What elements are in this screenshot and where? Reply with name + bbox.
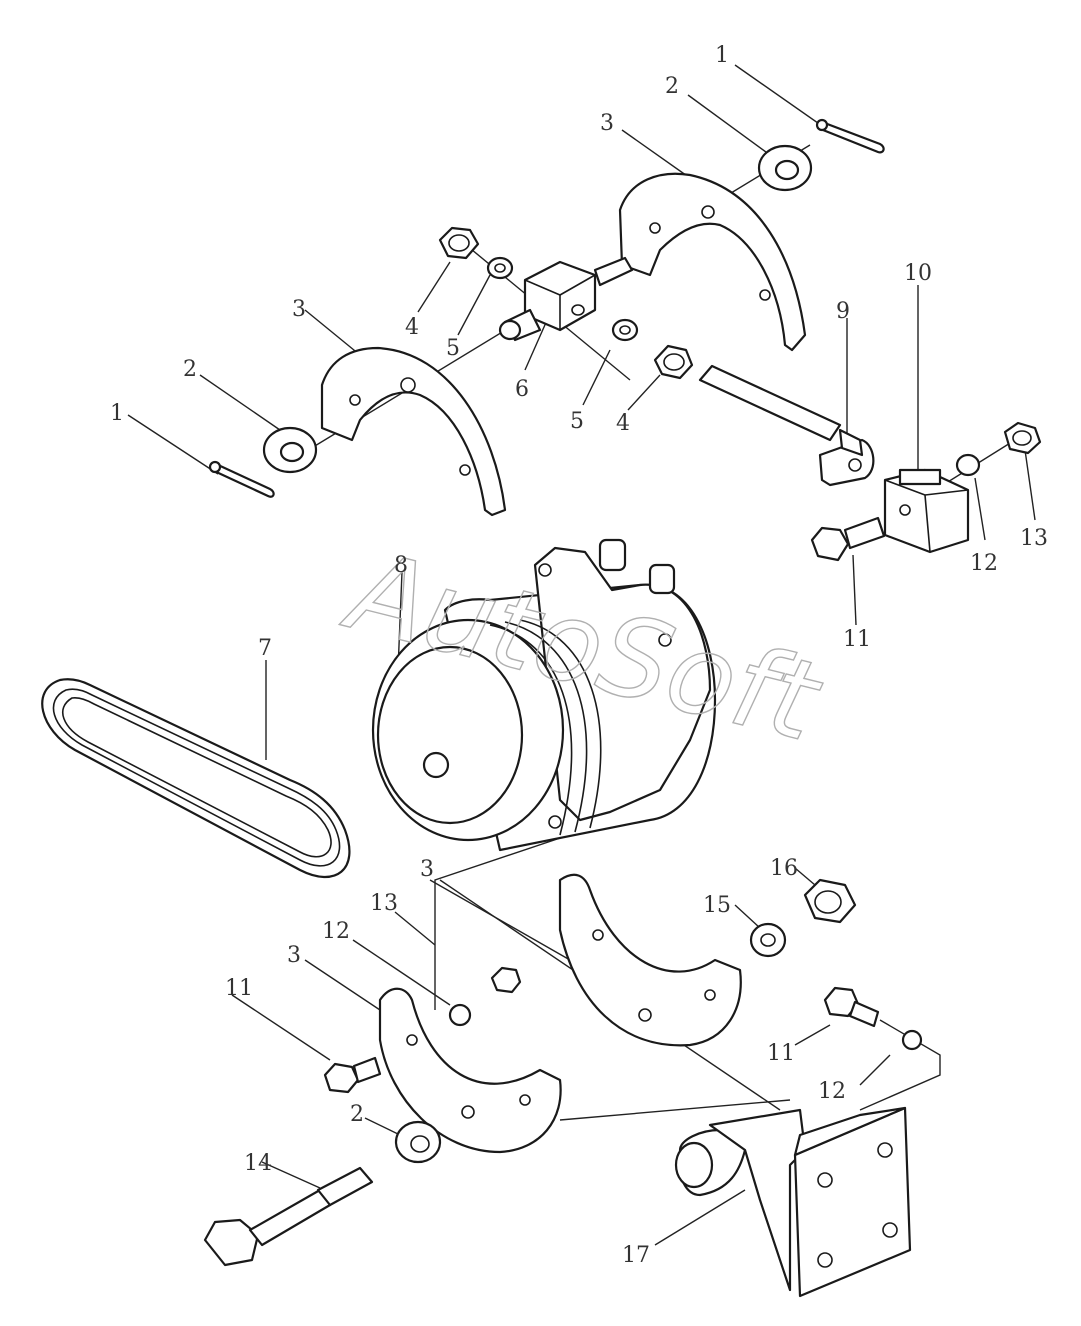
callout-1: 1 — [715, 43, 729, 68]
bolt-adjuster — [810, 516, 886, 562]
callout-13: 13 — [370, 891, 398, 916]
callout-1: 1 — [110, 401, 124, 426]
cotter-pin-left — [208, 460, 275, 498]
bolt-lower-right — [823, 986, 880, 1028]
callout-12: 12 — [818, 1079, 846, 1104]
callout-4: 4 — [405, 315, 419, 340]
callout-9: 9 — [836, 299, 850, 324]
nut-lower-middle — [490, 966, 522, 994]
ac-compressor — [371, 538, 717, 852]
callout-11: 11 — [843, 627, 871, 652]
lock-washer-upper — [486, 256, 514, 280]
lock-washer-lower — [611, 318, 639, 342]
arc-plate-upper-right — [618, 172, 807, 352]
callout-3: 3 — [600, 111, 614, 136]
nut-adjuster — [1003, 421, 1042, 455]
callout-4: 4 — [616, 411, 630, 436]
cotter-pin-upper — [815, 118, 885, 154]
callout-7: 7 — [258, 636, 272, 661]
callout-10: 10 — [904, 261, 932, 286]
callout-5: 5 — [570, 409, 584, 434]
callout-3: 3 — [292, 297, 306, 322]
callout-14: 14 — [244, 1151, 272, 1176]
callout-6: 6 — [515, 377, 529, 402]
callout-11: 11 — [767, 1041, 795, 1066]
callout-12: 12 — [322, 919, 350, 944]
lock-washer-lower-right — [901, 1029, 923, 1051]
callout-3: 3 — [287, 943, 301, 968]
callout-2: 2 — [350, 1102, 364, 1127]
callout-16: 16 — [770, 856, 798, 881]
callout-3: 3 — [420, 857, 434, 882]
callout-5: 5 — [446, 336, 460, 361]
nut-upper-left — [438, 226, 480, 260]
lock-washer-adjuster — [955, 453, 981, 477]
washer-lower-left — [394, 1120, 442, 1164]
mounting-bracket — [674, 1106, 912, 1298]
arc-plate-upper-left — [320, 346, 507, 517]
adjusting-rod — [698, 364, 875, 487]
callout-8: 8 — [394, 553, 408, 578]
callout-labels: 1 2 3 1 2 3 4 5 6 5 4 9 10 12 13 11 8 7 … — [110, 43, 1048, 1268]
pivot-bolt — [203, 1166, 374, 1267]
nut-lower-right — [653, 344, 694, 380]
callout-2: 2 — [665, 74, 679, 99]
washer-upper — [757, 144, 813, 192]
washer-left — [262, 426, 318, 474]
lock-washer-lower-middle — [448, 1003, 472, 1027]
arc-plate-lower-right — [558, 873, 742, 1047]
callout-15: 15 — [703, 893, 731, 918]
tension-block — [498, 256, 634, 342]
nut-lower-right-large — [803, 878, 857, 924]
callout-13: 13 — [1020, 526, 1048, 551]
adjuster-block — [883, 468, 970, 554]
callout-17: 17 — [622, 1243, 650, 1268]
drive-belt — [41, 678, 351, 879]
callout-2: 2 — [183, 357, 197, 382]
callout-11: 11 — [225, 976, 253, 1001]
washer-lower-right — [749, 922, 787, 958]
bolt-lower-left — [323, 1056, 382, 1094]
callout-12: 12 — [970, 551, 998, 576]
